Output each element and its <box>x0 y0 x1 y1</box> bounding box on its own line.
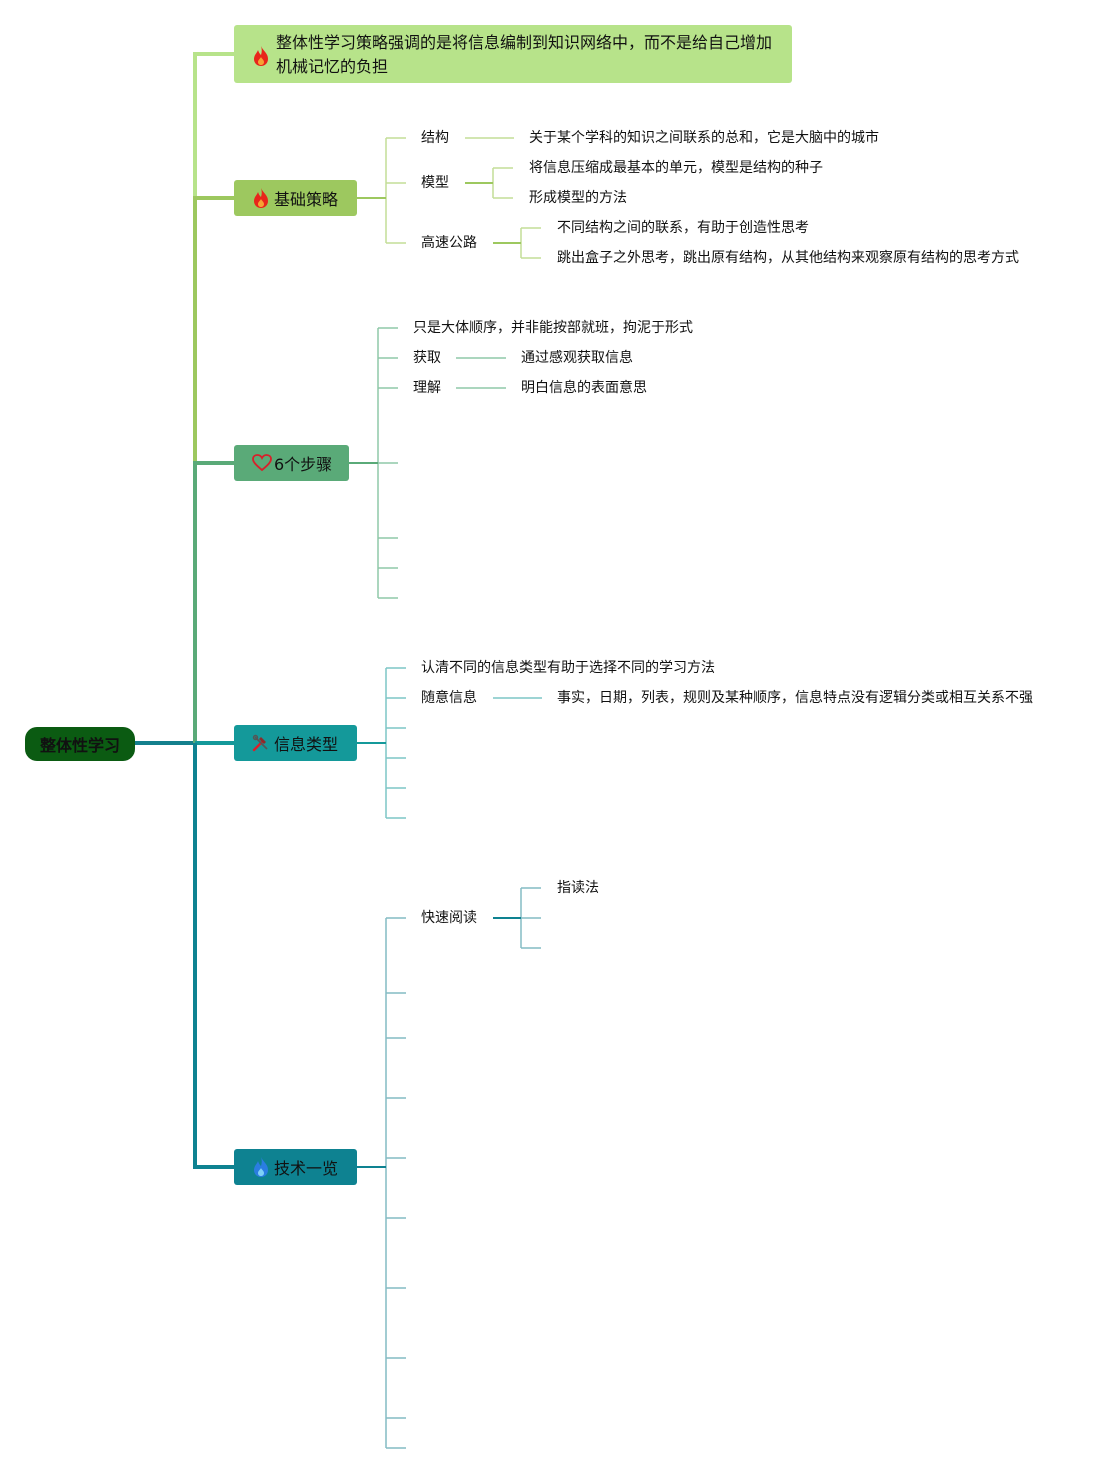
topic-highway-desc-1[interactable]: 不同结构之间的联系，有助于创造性思考 <box>557 220 809 236</box>
topic-highway-desc-2[interactable]: 跳出盒子之外思考，跳出原有结构，从其他结构来观察原有结构的思考方式 <box>557 250 1019 266</box>
topic-steps-note[interactable]: 只是大体顺序，并非能按部就班，拘泥于形式 <box>413 320 693 336</box>
root-label: 整体性学习 <box>39 736 120 755</box>
topic-structure[interactable]: 结构 <box>421 130 449 146</box>
topic-understand[interactable]: 理解 <box>413 380 441 396</box>
branch-label: 基础策略 <box>274 190 339 209</box>
fire-icon <box>252 187 274 209</box>
fire-icon <box>252 31 276 71</box>
branch-label: 6个步骤 <box>274 455 333 474</box>
topic-model[interactable]: 模型 <box>421 175 449 191</box>
topic-acquire[interactable]: 获取 <box>413 350 441 366</box>
branch-label: 信息类型 <box>274 735 339 754</box>
topic-highway[interactable]: 高速公路 <box>421 235 477 251</box>
intro-note[interactable]: 整体性学习策略强调的是将信息编制到知识网络中，而不是给自己增加机械记忆的负担 <box>234 25 792 83</box>
branch-six-steps[interactable]: 6个步骤 <box>234 445 349 481</box>
tools-icon <box>252 734 274 752</box>
topic-random-info[interactable]: 随意信息 <box>421 690 477 706</box>
branch-tech-overview[interactable]: 技术一览 <box>234 1149 357 1185</box>
intro-note-text: 整体性学习策略强调的是将信息编制到知识网络中，而不是给自己增加机械记忆的负担 <box>276 33 773 76</box>
topic-speed-reading[interactable]: 快速阅读 <box>421 910 477 926</box>
topic-model-desc-1[interactable]: 将信息压缩成最基本的单元，模型是结构的种子 <box>529 160 823 176</box>
root-node[interactable]: 整体性学习 <box>25 727 135 761</box>
topic-model-desc-2[interactable]: 形成模型的方法 <box>529 190 627 206</box>
topic-structure-desc[interactable]: 关于某个学科的知识之间联系的总和，它是大脑中的城市 <box>529 130 879 146</box>
heart-icon <box>252 454 274 472</box>
topic-acquire-desc[interactable]: 通过感观获取信息 <box>521 350 633 366</box>
topic-types-note[interactable]: 认清不同的信息类型有助于选择不同的学习方法 <box>421 660 715 676</box>
branch-basic-strategy[interactable]: 基础策略 <box>234 180 357 216</box>
topic-finger-reading[interactable]: 指读法 <box>557 880 599 896</box>
branch-info-types[interactable]: 信息类型 <box>234 725 357 761</box>
topic-random-info-desc[interactable]: 事实，日期，列表，规则及某种顺序，信息特点没有逻辑分类或相互关系不强 <box>557 690 1033 706</box>
flame-blue-icon <box>252 1156 274 1178</box>
topic-understand-desc[interactable]: 明白信息的表面意思 <box>521 380 647 396</box>
branch-label: 技术一览 <box>274 1159 339 1178</box>
